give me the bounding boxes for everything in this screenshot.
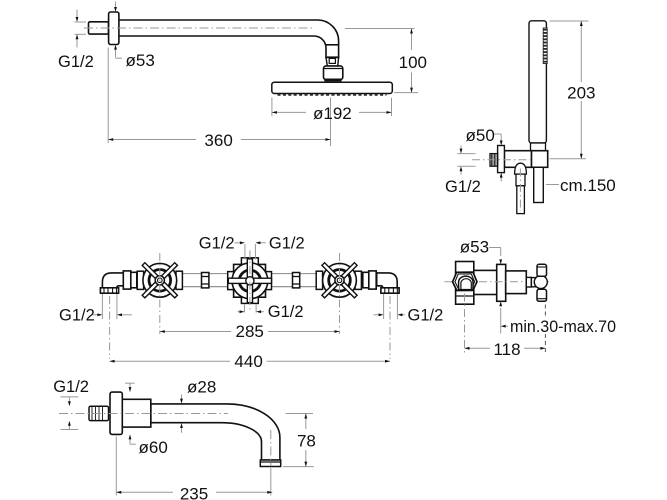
svg-text:ø53: ø53 <box>460 237 489 256</box>
svg-text:118: 118 <box>493 340 520 359</box>
svg-text:G1/2: G1/2 <box>408 306 444 324</box>
svg-text:203: 203 <box>567 83 595 102</box>
svg-text:ø50: ø50 <box>466 126 495 145</box>
svg-text:ø53: ø53 <box>126 51 155 70</box>
svg-text:360: 360 <box>204 131 232 150</box>
svg-text:cm.150: cm.150 <box>560 176 616 195</box>
svg-text:G1/2: G1/2 <box>445 178 481 196</box>
svg-text:G1/2: G1/2 <box>58 53 94 71</box>
svg-text:G1/2: G1/2 <box>268 303 304 321</box>
svg-text:235: 235 <box>180 484 208 500</box>
svg-text:440: 440 <box>234 352 262 371</box>
svg-text:G1/2: G1/2 <box>269 234 305 252</box>
svg-text:285: 285 <box>236 322 264 341</box>
svg-text:ø28: ø28 <box>187 377 216 396</box>
svg-text:100: 100 <box>399 53 427 72</box>
svg-text:G1/2: G1/2 <box>199 234 235 252</box>
svg-text:ø60: ø60 <box>139 438 168 457</box>
svg-text:78: 78 <box>297 432 316 451</box>
svg-text:min.30-max.70: min.30-max.70 <box>510 317 616 336</box>
svg-text:ø192: ø192 <box>313 104 352 123</box>
svg-text:G1/2: G1/2 <box>59 306 95 324</box>
svg-text:G1/2: G1/2 <box>53 378 89 396</box>
